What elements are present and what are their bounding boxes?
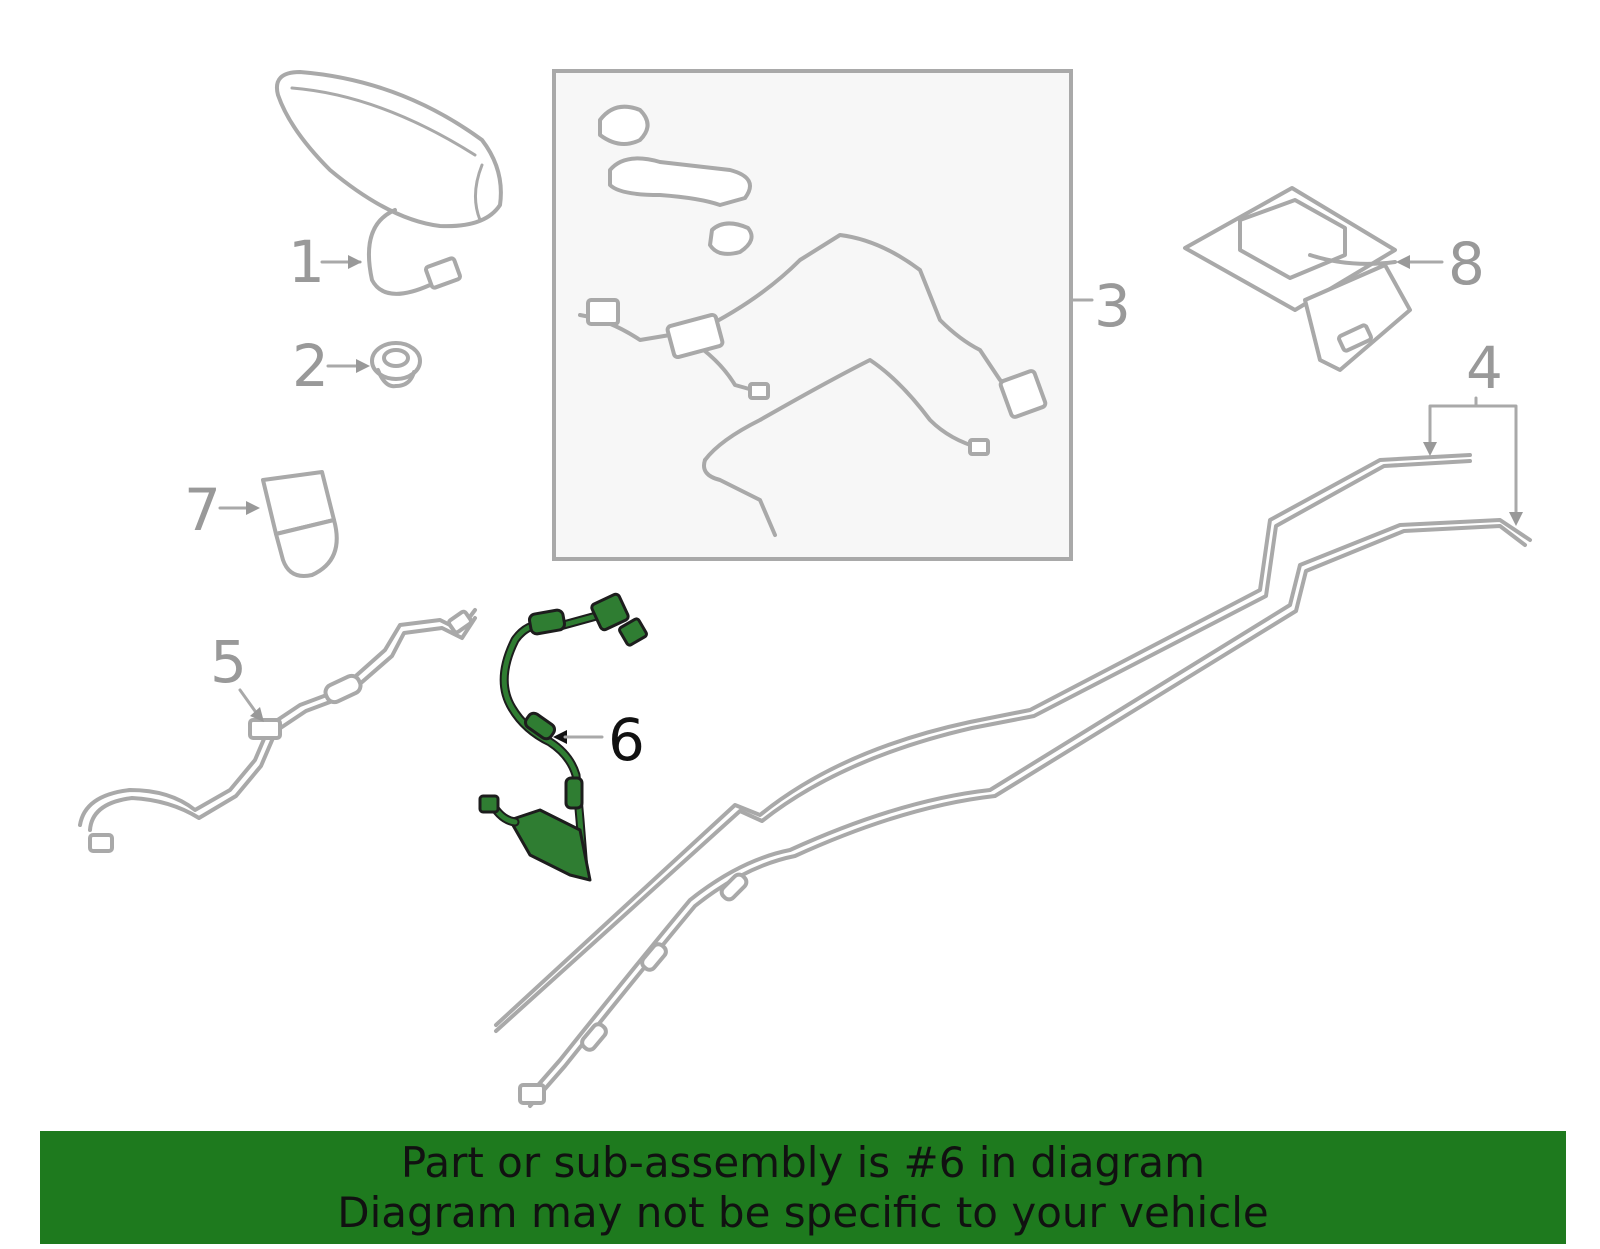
callout-6: 6 [553,706,645,774]
callout-8: 8 [1396,230,1485,298]
callout-label-3: 3 [1094,272,1131,340]
callout-4: 4 [1423,334,1523,526]
callout-label-8: 8 [1448,230,1485,298]
callout-label-4: 4 [1466,334,1503,402]
info-banner: Part or sub-assembly is #6 in diagram Di… [40,1131,1566,1244]
part-3-harness-kit[interactable] [552,69,1073,561]
callout-7: 7 [184,476,260,544]
callout-label-2: 2 [292,332,329,400]
callout-3: 3 [1071,272,1131,340]
part-6-sensor-harness-highlighted[interactable] [478,592,648,882]
callout-label-5: 5 [210,628,247,696]
banner-line-1: Part or sub-assembly is #6 in diagram [400,1137,1206,1187]
part-5-harness[interactable] [78,608,477,853]
part-4-cable-pair[interactable] [494,453,1532,1108]
banner-line-2: Diagram may not be specific to your vehi… [337,1187,1269,1237]
callout-2: 2 [292,332,370,400]
part-1-antenna[interactable] [275,70,503,296]
part-7-module[interactable] [261,470,339,578]
part-2-grommet[interactable] [370,341,422,389]
callout-label-6: 6 [608,706,645,774]
callout-1: 1 [288,228,362,296]
callout-label-1: 1 [288,228,325,296]
part-8-control-module[interactable] [1183,186,1412,372]
callout-label-7: 7 [184,476,221,544]
callout-5: 5 [210,628,264,722]
